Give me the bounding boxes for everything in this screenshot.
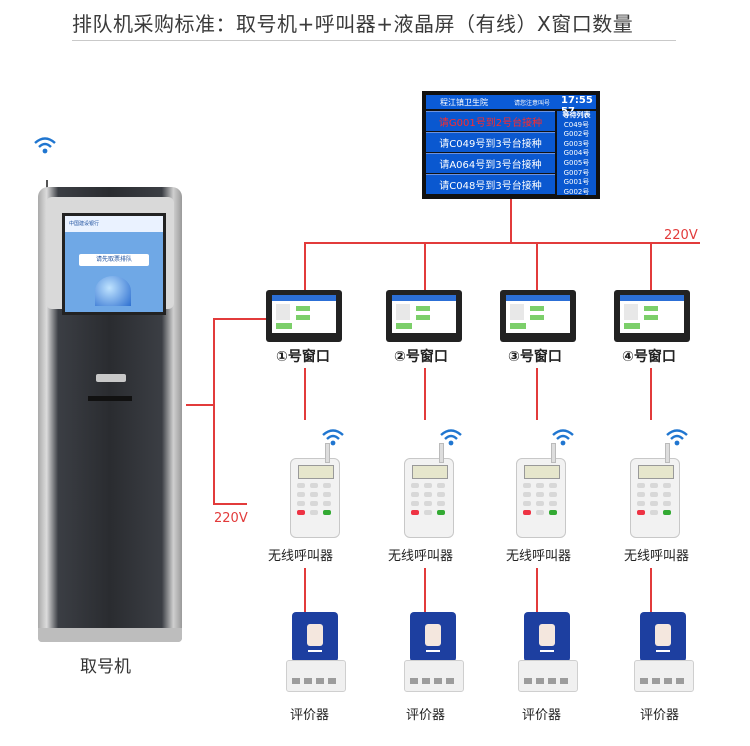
voltage-label-top: 220V (664, 228, 698, 243)
waiting-item: G007号 (563, 168, 590, 177)
wifi-icon (440, 428, 462, 452)
window-terminal-4 (614, 290, 690, 342)
display-call-row: 请C048号到3号台接种 (426, 174, 555, 194)
wire-kiosk-link (186, 404, 214, 406)
kiosk-bank-name: 中国建设银行 (69, 221, 100, 227)
kiosk-globe-graphic (95, 276, 131, 306)
wire-pager-eval-3 (536, 568, 538, 612)
window-terminal-1 (266, 290, 342, 342)
window-label: ④号窗口 (622, 349, 676, 365)
waiting-item: G002号 (563, 130, 590, 139)
wire-drop-4 (650, 242, 652, 290)
display-subtitle: 请您注意叫号 (514, 100, 551, 107)
wire-pager-eval-2 (424, 568, 426, 612)
evaluator-label: 评价器 (640, 708, 680, 723)
evaluator-device-2 (404, 612, 464, 692)
window-terminal-2 (386, 290, 462, 342)
waiting-item: G004号 (563, 149, 590, 158)
wire-drop-3 (536, 242, 538, 290)
wire-drop-1 (304, 242, 306, 290)
voltage-label-left: 220V (214, 511, 248, 526)
wireless-pager-4 (630, 443, 680, 538)
evaluator-label: 评价器 (522, 708, 562, 723)
display-call-row: 请C049号到3号台接种 (426, 132, 555, 152)
wire-window-pager-1 (304, 368, 306, 420)
display-hospital-name: 程江镇卫生院 (440, 98, 488, 107)
wire-pager-eval-1 (304, 568, 306, 612)
wire-top-bus-ext (650, 242, 700, 244)
waiting-item: G005号 (563, 158, 590, 167)
wire-window-pager-4 (650, 368, 652, 420)
evaluator-label: 评价器 (406, 708, 446, 723)
pager-label: 无线呼叫器 (506, 549, 572, 564)
waiting-item: C049号 (563, 120, 590, 129)
evaluator-device-3 (518, 612, 578, 692)
wire-pager-eval-4 (650, 568, 652, 612)
waiting-item: G003号 (563, 139, 590, 148)
wifi-icon (552, 428, 574, 452)
display-header: 程江镇卫生院 请您注意叫号 17:55 57 (426, 95, 596, 117)
wireless-pager-3 (516, 443, 566, 538)
kiosk-screen-header: 中国建设银行 (65, 216, 163, 232)
kiosk-card-reader (96, 374, 126, 382)
evaluator-label: 评价器 (290, 708, 330, 723)
page-title: 排队机采购标准：取号机+呼叫器+液晶屏（有线）X窗口数量 (72, 12, 634, 36)
title-divider (72, 40, 676, 41)
wire-top-bus (304, 242, 650, 244)
kiosk-label: 取号机 (80, 657, 131, 677)
wireless-pager-1 (290, 443, 340, 538)
wire-left-vertical (213, 318, 215, 504)
display-waiting-list: 等待列表 C049号 G002号 G003号 G004号 G005号 G007号… (557, 111, 596, 196)
wifi-icon (322, 428, 344, 452)
evaluator-device-4 (634, 612, 694, 692)
display-call-row: 请G001号到2号台接种 (426, 111, 555, 131)
wifi-icon (666, 428, 688, 452)
wire-display-drop (510, 199, 512, 243)
wire-window-pager-2 (424, 368, 426, 420)
kiosk-base (38, 628, 182, 642)
pager-label: 无线呼叫器 (388, 549, 454, 564)
queue-display-screen: 程江镇卫生院 请您注意叫号 17:55 57 请G001号到2号台接种 请C04… (422, 91, 600, 199)
wire-drop-2 (424, 242, 426, 290)
window-label: ③号窗口 (508, 349, 562, 365)
kiosk-touchscreen: 中国建设银行 请先取票排队 (62, 213, 166, 315)
display-call-row: 请A064号到3号台接种 (426, 153, 555, 173)
kiosk-ticket-slot (88, 396, 132, 401)
kiosk-take-ticket-button: 请先取票排队 (79, 254, 149, 266)
wire-window-pager-3 (536, 368, 538, 420)
wifi-icon (34, 136, 56, 160)
wireless-pager-2 (404, 443, 454, 538)
pager-label: 无线呼叫器 (268, 549, 334, 564)
window-terminal-3 (500, 290, 576, 342)
wire-left-to-window (213, 318, 267, 320)
waiting-item: G002号 (563, 187, 590, 196)
waiting-item: G001号 (563, 178, 590, 187)
window-label: ①号窗口 (276, 349, 330, 365)
pager-label: 无线呼叫器 (624, 549, 690, 564)
evaluator-device-1 (286, 612, 346, 692)
waiting-list-title: 等待列表 (562, 111, 591, 119)
wire-left-bottom (213, 503, 247, 505)
window-label: ②号窗口 (394, 349, 448, 365)
